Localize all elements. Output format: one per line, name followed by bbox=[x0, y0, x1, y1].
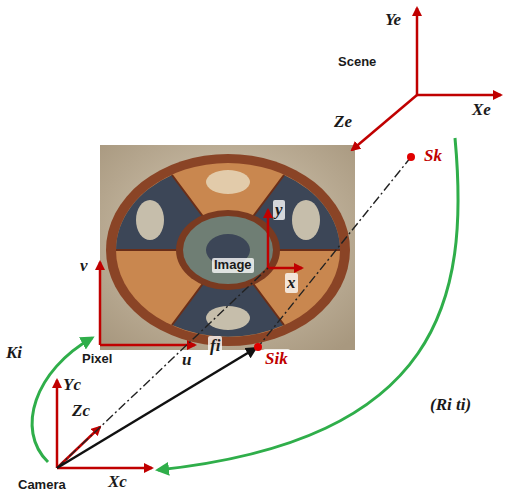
frame-name: Pixel bbox=[82, 352, 112, 367]
scene-axes bbox=[352, 8, 501, 150]
plate-photo bbox=[100, 145, 355, 350]
extrinsic-arrow bbox=[158, 138, 458, 470]
axis-label: u bbox=[182, 350, 191, 370]
frame-name: Image bbox=[212, 258, 254, 273]
frame-name: Camera bbox=[18, 478, 66, 493]
axis-label: Xc bbox=[108, 472, 127, 492]
axis-label: Ye bbox=[385, 10, 401, 30]
axis-label: v bbox=[80, 256, 88, 276]
scene-point bbox=[407, 153, 415, 161]
focal-label: fi bbox=[208, 336, 222, 356]
point-label: Sk bbox=[424, 146, 442, 166]
optical-axis bbox=[57, 268, 268, 468]
frame-name: Scene bbox=[338, 55, 376, 70]
image-point bbox=[254, 343, 262, 351]
axis-label: x bbox=[285, 273, 298, 293]
axis-label: Zc bbox=[72, 401, 90, 421]
axis-label: Ze bbox=[334, 112, 352, 132]
projection-ray bbox=[258, 157, 411, 347]
axis-label: y bbox=[273, 200, 285, 220]
ray-vector bbox=[57, 348, 256, 468]
axis-label: Xe bbox=[472, 100, 491, 120]
transform-label: Ki bbox=[6, 343, 22, 363]
pixel-axes bbox=[100, 262, 195, 345]
axis-label: Yc bbox=[63, 375, 81, 395]
point-label: Sik bbox=[263, 349, 290, 369]
transform-label: (Ri ti) bbox=[430, 395, 471, 415]
